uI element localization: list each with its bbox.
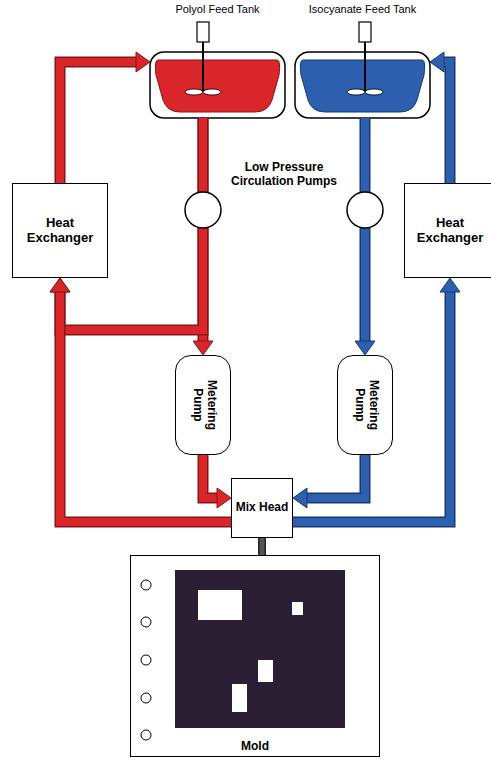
arrowhead <box>440 278 460 292</box>
heat-exchanger: Heat Exchanger <box>404 183 491 278</box>
pipe-fill <box>203 455 217 498</box>
mold: Mold <box>130 555 380 757</box>
pipe-connector <box>430 52 450 183</box>
mold-body <box>130 555 380 757</box>
arrowhead <box>136 52 150 72</box>
node-label: Heat Exchanger <box>405 216 491 246</box>
metering-pump: Metering Pump <box>337 355 393 455</box>
pipe-outline <box>293 292 450 522</box>
circulation-pump <box>347 192 383 228</box>
pipe-connector <box>203 455 231 508</box>
pipe-connector <box>293 455 365 508</box>
arrowhead <box>50 278 70 292</box>
pipe-connector <box>60 52 150 183</box>
pipe-outline <box>60 62 136 183</box>
circulation-pump <box>185 192 221 228</box>
node-label: Polyol Feed Tank <box>150 2 285 16</box>
mix-head: Mix Head <box>231 478 293 538</box>
pipe-fill <box>293 292 450 522</box>
feed-tank: Polyol Feed Tank <box>150 2 285 118</box>
pipe-fill <box>307 455 365 498</box>
arrowhead <box>430 52 444 72</box>
heat-exchanger: Heat Exchanger <box>12 183 108 278</box>
node-label: Isocyanate Feed Tank <box>295 2 430 16</box>
part-label: Low Pressure Circulation Pumps <box>222 160 346 188</box>
pipe-outline <box>360 118 371 341</box>
pipe-fill <box>260 538 265 555</box>
pipe-fill <box>60 292 231 522</box>
pipe-connector <box>262 538 263 555</box>
polyol-tank <box>150 22 285 118</box>
arrowhead <box>217 488 231 508</box>
arrowhead <box>293 488 307 508</box>
arrowhead <box>193 341 213 355</box>
pipe-connector <box>293 278 460 522</box>
pipe-outline <box>203 455 217 498</box>
node-label: Mold <box>241 739 269 753</box>
pipe-connector <box>355 118 375 355</box>
node-label: Heat Exchanger <box>13 216 107 246</box>
feed-tank: Isocyanate Feed Tank <box>295 2 430 118</box>
node-label: Metering Pump <box>190 370 218 440</box>
node-label: Mix Head <box>233 501 292 515</box>
pipe-outline <box>444 62 450 183</box>
isocyanate-tank <box>295 22 430 118</box>
pipe-connector <box>50 278 231 522</box>
pipe-outline <box>60 292 231 522</box>
node-label: Metering Pump <box>352 370 380 440</box>
metering-pump: Metering Pump <box>175 355 231 455</box>
pipe-fill <box>444 62 450 183</box>
pipe-fill <box>361 118 369 341</box>
pipe-outline <box>258 538 266 555</box>
arrowhead <box>355 341 375 355</box>
pipe-outline <box>307 455 365 498</box>
pipe-fill <box>60 62 136 183</box>
arrowhead <box>50 278 70 292</box>
